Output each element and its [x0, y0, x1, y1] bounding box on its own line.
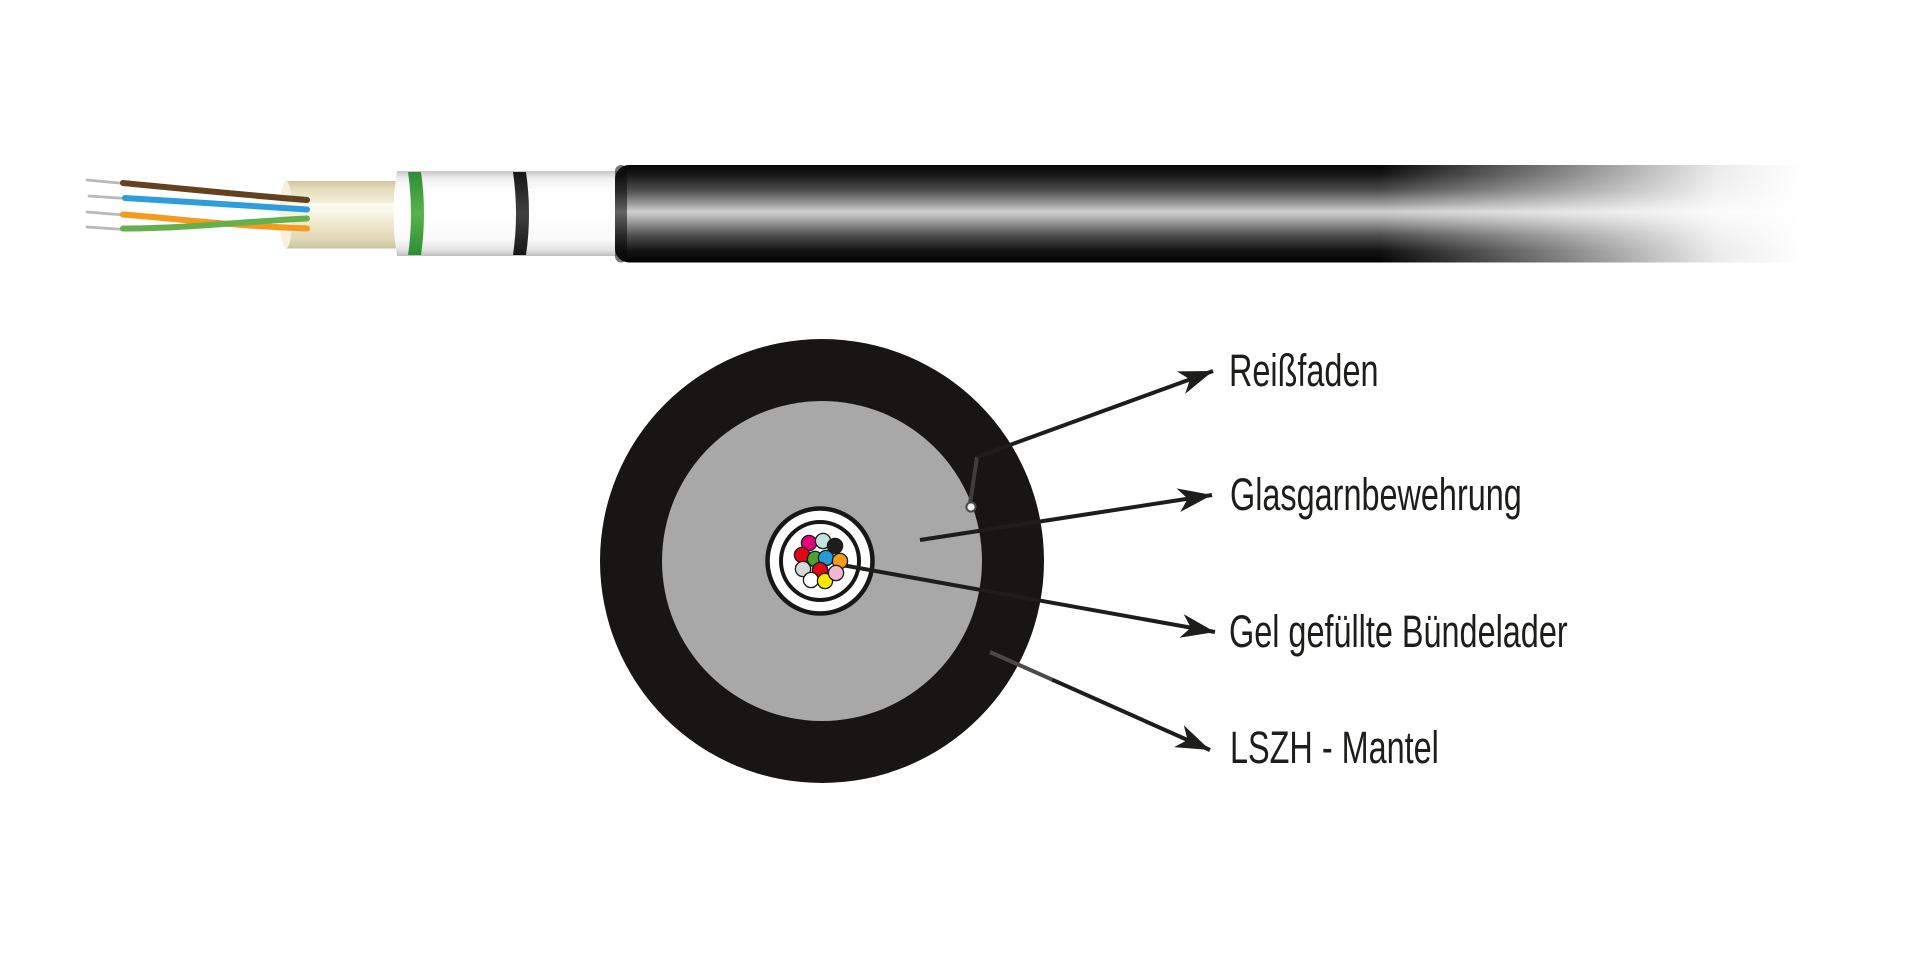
bundle-fibers [793, 532, 849, 590]
loose-tube-callout-line [841, 563, 1216, 638]
black-marker-ring [513, 172, 529, 255]
glass-yarn-callout-line [919, 488, 1213, 542]
ripcord-callout-line [976, 369, 1214, 459]
fiber-blue [122, 195, 310, 213]
fiber-dot-black [826, 537, 844, 555]
label-loose-tube: Gel gefüllte Bündelader [1229, 606, 1568, 657]
label-glass-yarn: Glasgarnbewehrung [1230, 469, 1522, 520]
fiber-tip [85, 210, 126, 217]
label-ripcord: Reißfaden [1229, 345, 1379, 396]
jacket-callout-start [989, 650, 1053, 682]
fiber-dot-white [802, 571, 820, 589]
ripcord-callout-elbow [968, 456, 979, 505]
fiber-dot-pink [827, 564, 845, 582]
ripcord-dot [965, 501, 977, 513]
glass-yarn-segment [393, 171, 620, 256]
fiber-brown [120, 180, 310, 203]
green-marker-ring [408, 172, 424, 255]
fiber-tip [85, 225, 126, 231]
fiber-green [120, 215, 310, 232]
stripped-fibers [85, 178, 310, 232]
fiber-tip [85, 178, 126, 185]
fiber-dot-yellow [816, 572, 834, 590]
label-jacket: LSZH - Mantel [1230, 722, 1439, 773]
jacket-segment [615, 160, 1920, 268]
fiber-tip [87, 194, 128, 200]
jacket-callout-line [1051, 677, 1211, 752]
loose-tube-segment [279, 181, 400, 249]
callout-lines [841, 369, 1216, 752]
cable-cross-section [600, 339, 1216, 783]
fiber-dot-grey [794, 560, 812, 578]
cable-side-view [85, 160, 1920, 268]
